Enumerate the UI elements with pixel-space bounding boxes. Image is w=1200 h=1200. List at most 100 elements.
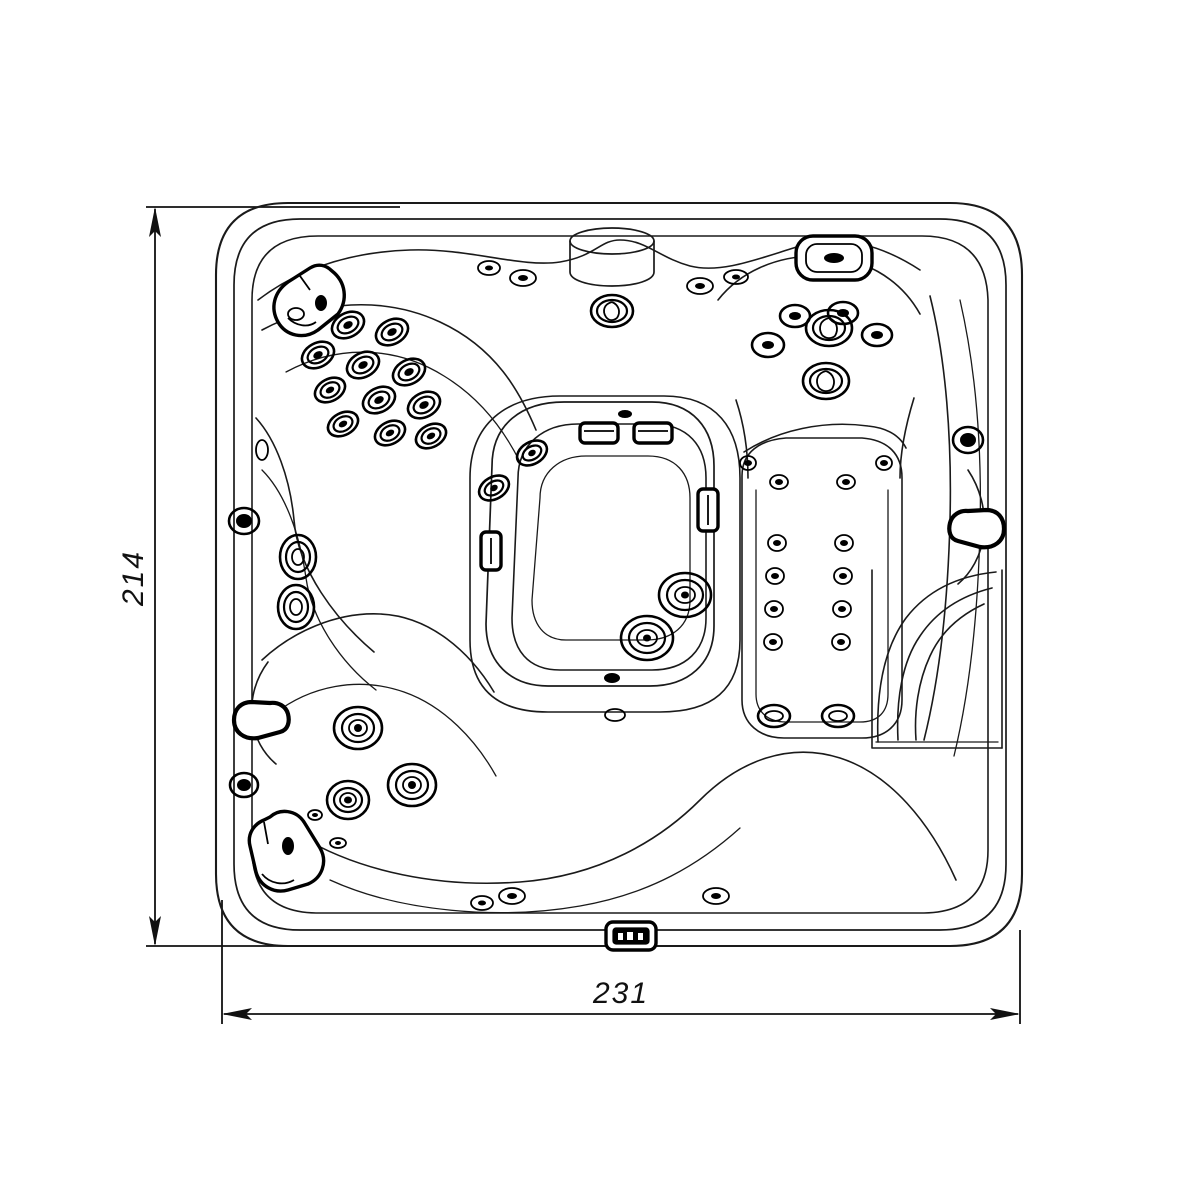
jet-small[interactable] — [513, 435, 552, 470]
cooldown-seat-back — [871, 569, 1003, 749]
dimension-arrow-right — [990, 1008, 1020, 1020]
jet[interactable] — [403, 386, 444, 423]
jet[interactable] — [371, 313, 412, 350]
jet-tiny[interactable] — [833, 567, 853, 585]
bottom-center-control-panel[interactable] — [604, 920, 658, 952]
footwell-floor-edge — [531, 455, 691, 641]
jet-tiny[interactable] — [765, 567, 785, 585]
top-right-pillow[interactable] — [794, 234, 874, 282]
jet-small[interactable] — [860, 322, 894, 348]
jet-small[interactable] — [475, 470, 514, 505]
seat-contour-right — [923, 295, 952, 741]
jet-small[interactable] — [702, 887, 730, 905]
jet-cluster-bottom-left — [307, 705, 438, 849]
footwell-jet-bar-right[interactable] — [632, 421, 674, 445]
pillow-center-dot-top-right — [824, 253, 844, 263]
jet-group-footwell — [475, 410, 720, 722]
jet-small[interactable] — [686, 277, 714, 295]
dimension-annotations: 214 231 — [117, 206, 1021, 1024]
dimension-label-height: 214 — [117, 550, 150, 607]
jet-tiny[interactable] — [329, 837, 347, 849]
footwell-surround — [469, 395, 741, 713]
jet-tiny[interactable] — [832, 600, 852, 618]
dimension-arrow-down — [149, 916, 161, 946]
jet-small[interactable] — [750, 331, 786, 359]
jet[interactable] — [324, 407, 363, 441]
jet-small[interactable] — [477, 260, 501, 276]
jet-small[interactable] — [498, 887, 526, 905]
jet-array-lounger — [739, 455, 893, 729]
jet-rotary[interactable] — [589, 293, 635, 329]
footwell-drain — [604, 708, 626, 722]
jet-tiny[interactable] — [763, 633, 783, 651]
lounger-outline — [741, 437, 903, 739]
jet-rotary[interactable] — [801, 361, 851, 401]
dimension-arrow-left — [222, 1008, 252, 1020]
control-panel-btn-2[interactable] — [627, 932, 633, 940]
jet-small[interactable] — [951, 425, 985, 455]
control-panel-btn-1[interactable] — [618, 933, 623, 940]
jet-small[interactable] — [723, 269, 749, 285]
pillow-center-dot-top-left — [315, 295, 327, 311]
jet-tiny[interactable] — [764, 600, 784, 618]
seat-contour-back-left — [255, 417, 375, 653]
jet[interactable] — [342, 346, 383, 383]
jet-spiral[interactable] — [276, 583, 316, 631]
seat-contour-bottom — [299, 751, 957, 885]
footwell-jet-bar-side-left[interactable] — [479, 530, 503, 572]
jet[interactable] — [412, 419, 451, 453]
jet[interactable] — [371, 416, 410, 450]
jet-large[interactable] — [619, 614, 675, 662]
dimension-label-width: 231 — [592, 977, 649, 1010]
lounger-shoulder-right — [899, 397, 915, 479]
jet-tiny[interactable] — [875, 455, 893, 471]
cooldown-seat-rim-a — [876, 571, 997, 743]
pillow-seam-bottom-left — [261, 821, 295, 885]
jet[interactable] — [388, 353, 429, 390]
shell-outer-edge — [214, 201, 1024, 948]
right-handle-loop — [947, 507, 1007, 550]
jet-small[interactable] — [228, 771, 260, 799]
control-panel-btn-3[interactable] — [638, 933, 643, 940]
jet-tiny[interactable] — [739, 455, 757, 471]
jet-tiny[interactable] — [834, 534, 854, 552]
jet[interactable] — [311, 373, 350, 407]
jet-foot[interactable] — [756, 703, 792, 729]
jet[interactable] — [297, 336, 338, 373]
jet[interactable] — [327, 306, 368, 343]
jet-tiny[interactable] — [836, 474, 856, 490]
pillow-seam-top-left — [287, 275, 317, 327]
cooldown-seat-rim-c — [914, 603, 985, 741]
jet-group-outer-edges — [951, 425, 985, 455]
footwell-jet-bar-left[interactable] — [578, 421, 620, 445]
seat-contour-bottom-left-inner — [273, 683, 497, 777]
jet-tiny[interactable] — [831, 633, 851, 651]
jet-rotary[interactable] — [804, 308, 854, 348]
jet-small[interactable] — [470, 895, 494, 911]
right-handle[interactable] — [947, 469, 1007, 585]
pillow-center-dot-bottom-left — [282, 837, 294, 855]
jet-tiny[interactable] — [307, 809, 323, 821]
jet-small[interactable] — [227, 506, 261, 536]
waterfall-body — [569, 240, 655, 287]
jet-tiny[interactable] — [767, 534, 787, 552]
jet-small[interactable] — [255, 439, 269, 461]
jet-large[interactable] — [332, 705, 384, 751]
seat-contour-left-mid — [261, 469, 377, 691]
jet-group-bottom-edge — [470, 887, 730, 911]
center-footwell — [469, 395, 741, 713]
jet-spiral[interactable] — [278, 533, 318, 581]
jet-small[interactable] — [509, 269, 537, 287]
footwell-jet-bar-side-right[interactable] — [696, 487, 720, 533]
jet-small[interactable] — [287, 307, 305, 321]
left-handle[interactable] — [231, 661, 291, 765]
jet-large[interactable] — [325, 779, 371, 821]
jet-large[interactable] — [386, 762, 438, 808]
jet-tiny[interactable] — [769, 474, 789, 490]
jet[interactable] — [358, 381, 399, 418]
right-cooldown-seat — [871, 569, 1003, 749]
jet-large[interactable] — [657, 571, 713, 619]
bottom-left-pillow[interactable] — [247, 809, 326, 893]
jet-foot[interactable] — [820, 703, 856, 729]
